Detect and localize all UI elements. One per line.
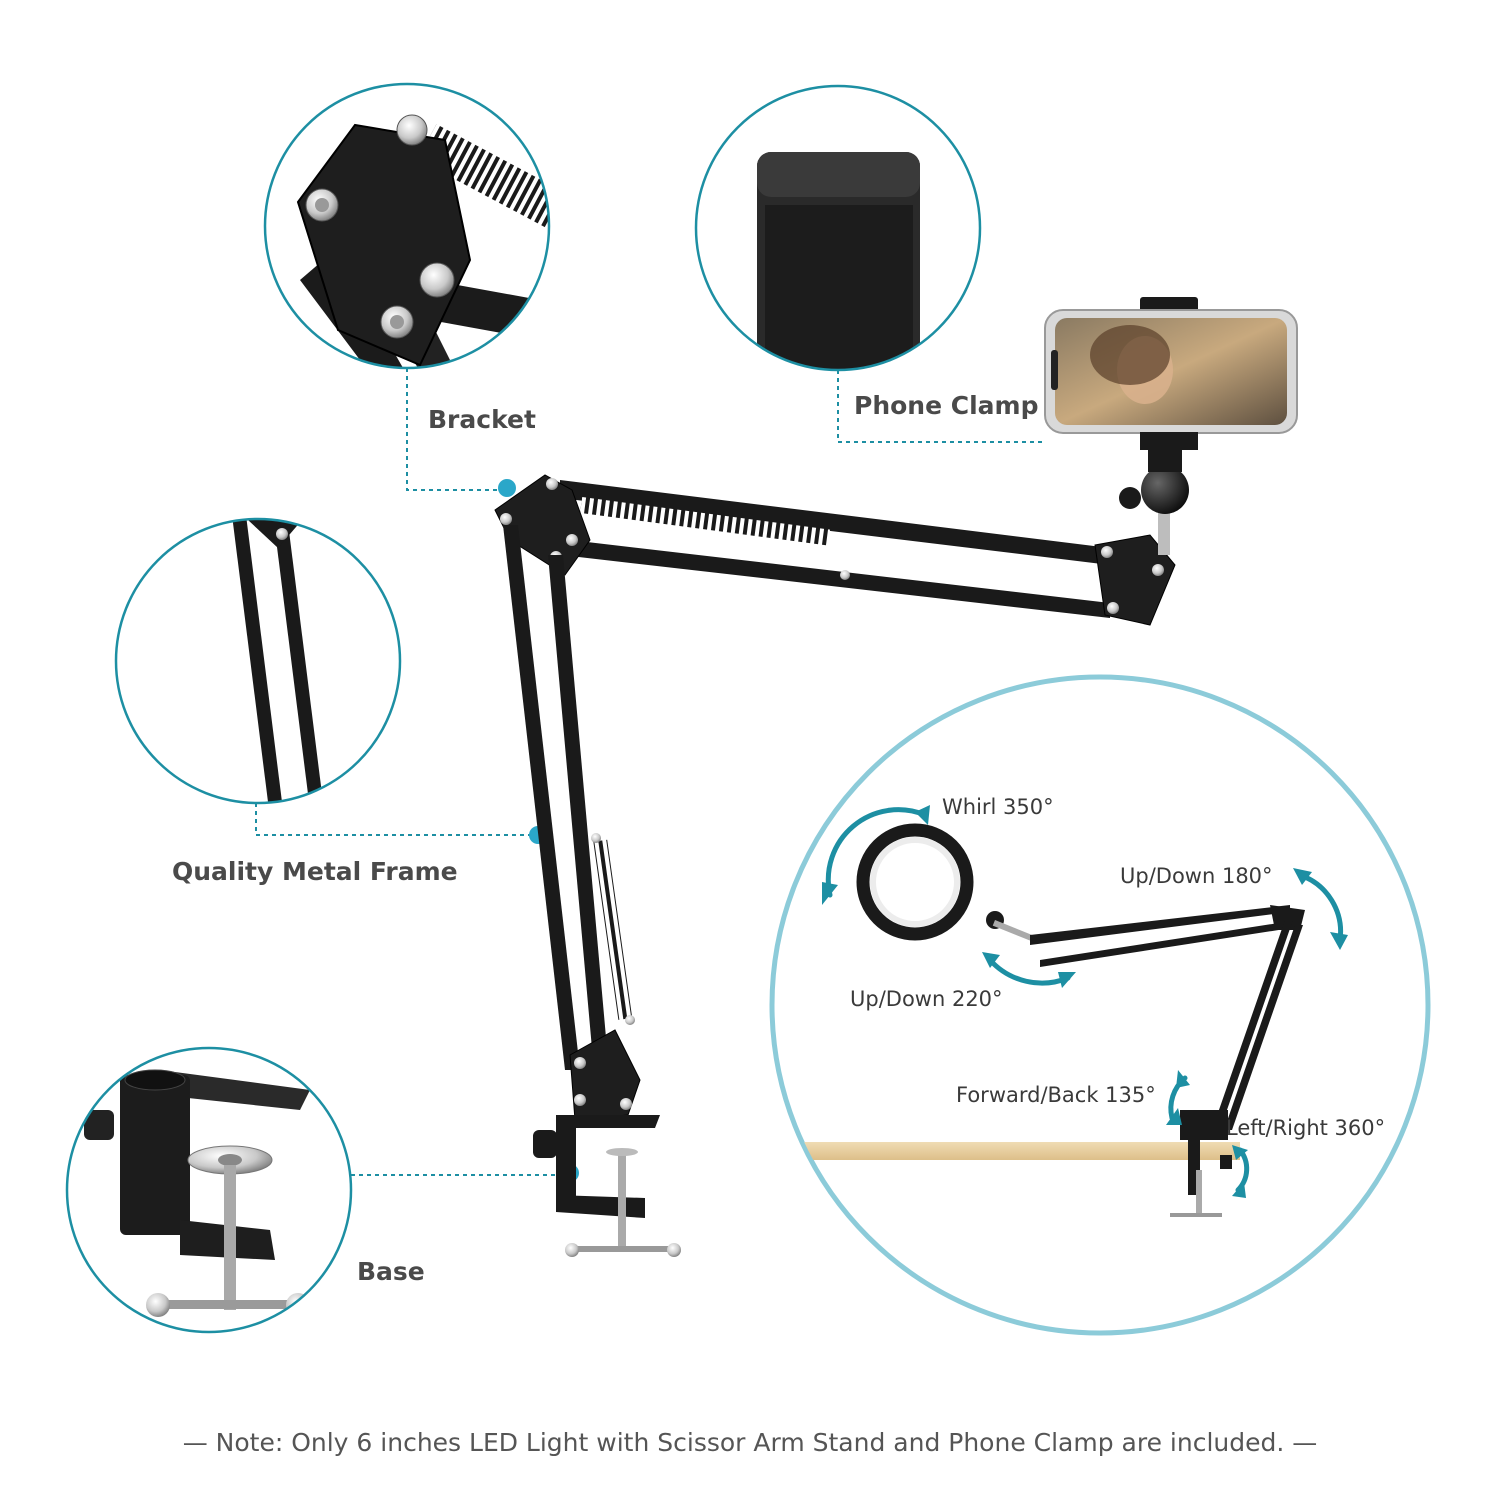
bracket-plate — [296, 123, 472, 367]
arrow-heads — [822, 805, 1348, 1198]
bracket-detail-circle — [263, 82, 551, 370]
updown-head-arrow-icon — [987, 957, 1071, 986]
phone-with-clamp — [1044, 297, 1298, 450]
left-right-angle-label: Left/Right 360° — [1226, 1116, 1386, 1140]
phone-clamp-label: Phone Clamp — [854, 391, 1039, 420]
bracket-label: Bracket — [428, 405, 536, 434]
base-label: Base — [357, 1257, 425, 1286]
frame-label: Quality Metal Frame — [172, 857, 458, 886]
updown-arm-arrow-icon — [1297, 872, 1344, 943]
frame-detail-circle — [114, 517, 402, 805]
forward-back-angle-label: Forward/Back 135° — [956, 1083, 1156, 1107]
lower-joint-plate — [569, 1029, 641, 1121]
whirl-angle-label: Whirl 350° — [942, 795, 1054, 819]
leader-lines — [255, 368, 1045, 1176]
updown-head-angle-label: Up/Down 220° — [850, 987, 1003, 1011]
desk-surface — [774, 1142, 1240, 1160]
bracket-bolt-icon — [305, 114, 455, 339]
scissor-arm-stand — [494, 450, 1189, 1257]
usage-detail-circle — [769, 674, 1431, 1336]
whirl-arrow-icon — [825, 807, 928, 898]
base-detail-circle — [65, 1046, 353, 1334]
ring-light-icon — [856, 823, 974, 941]
updown-arm-angle-label: Up/Down 180° — [1120, 864, 1273, 888]
inclusion-note: — Note: Only 6 inches LED Light with Sci… — [182, 1428, 1318, 1457]
phone-clamp-detail-circle — [694, 84, 982, 372]
